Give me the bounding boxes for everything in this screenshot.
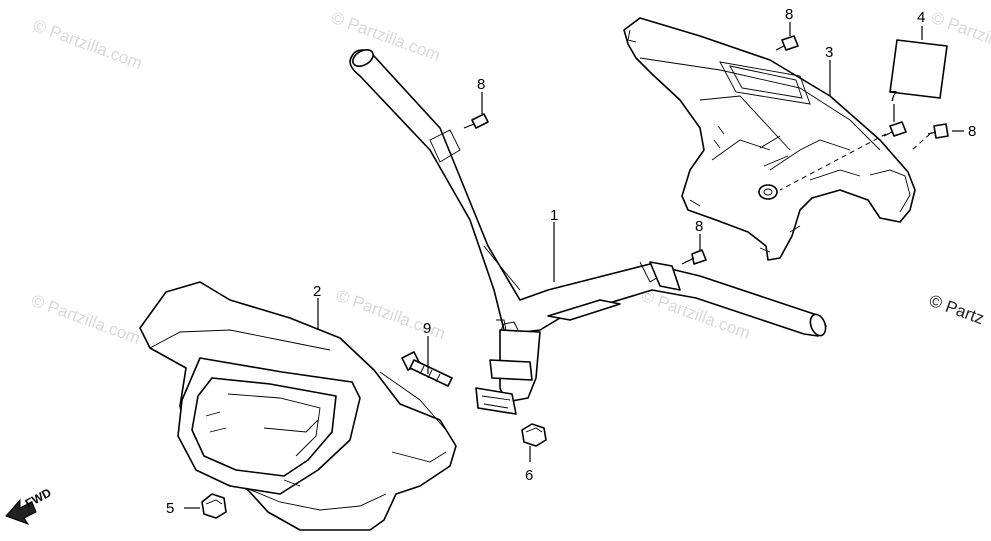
fwd-label: FWD	[23, 485, 54, 510]
callout-9: 9	[423, 320, 431, 337]
callout-5: 5	[166, 500, 174, 517]
fwd-arrow-icon	[5, 498, 37, 525]
fwd-indicator: FWD	[5, 485, 54, 525]
callout-2: 2	[313, 283, 321, 300]
screw-8-right	[927, 123, 949, 139]
rear-handlebar-cover	[623, 17, 916, 261]
nut-6	[521, 423, 547, 447]
screw-8-top-right	[775, 35, 799, 51]
callout-8-middle: 8	[695, 218, 703, 235]
callout-1: 1	[550, 207, 558, 224]
screw-8-upper-left	[463, 113, 489, 129]
watermark-top-center: © Partzilla.com	[329, 8, 443, 65]
label-sticker	[889, 39, 948, 99]
callout-8-upper-left: 8	[477, 76, 485, 93]
callout-4: 4	[917, 9, 925, 26]
screw-7	[883, 121, 907, 137]
callouts: 1 2 3 4 5 6 7 8 8 8 8 9	[166, 6, 976, 517]
watermark-mid-left: © Partzilla.com	[29, 291, 143, 348]
callout-8-top-right: 8	[785, 6, 793, 23]
callout-3: 3	[825, 44, 833, 61]
screw-8-middle	[681, 249, 707, 265]
callout-7: 7	[889, 88, 897, 105]
watermark-top-left: © Partzilla.com	[31, 16, 145, 73]
callout-6: 6	[525, 467, 533, 484]
leader-lines	[184, 22, 964, 509]
nut-5	[201, 493, 227, 519]
bolt-9	[401, 351, 453, 387]
handlebar	[349, 49, 827, 415]
alignment-lines	[779, 133, 931, 191]
front-handlebar-cover	[139, 281, 457, 531]
callout-8-right: 8	[968, 123, 976, 140]
watermark-right-edge: © Partz	[927, 291, 987, 328]
